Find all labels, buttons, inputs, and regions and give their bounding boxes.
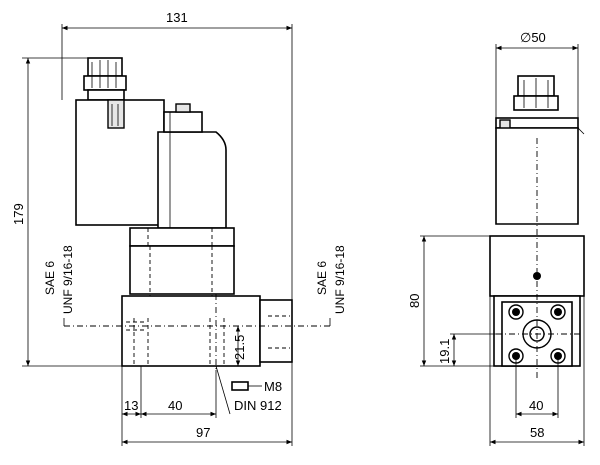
dim-40-label: 40 xyxy=(168,398,182,413)
connector-housing xyxy=(75,99,165,226)
port-right-thread: UNF 9/16-18 xyxy=(333,245,347,314)
port-left-thread: UNF 9/16-18 xyxy=(61,245,75,314)
dim-19-1-label: 19.1 xyxy=(437,339,452,364)
dimension-height-total: 179 xyxy=(11,57,122,367)
dimension-bolt-spacing: 13 40 xyxy=(121,366,217,446)
port-left-size: SAE 6 xyxy=(43,261,57,295)
port-left-label: SAE 6 UNF 9/16-18 xyxy=(43,245,75,326)
dim-80-label: 80 xyxy=(407,294,422,308)
bolt-standard: DIN 912 xyxy=(234,398,282,413)
front-cable-gland xyxy=(495,75,579,131)
dim-13-label: 13 xyxy=(124,398,138,413)
solenoid-coil xyxy=(157,103,227,229)
dimension-body-height: 80 xyxy=(407,235,494,367)
dim-131-label: 131 xyxy=(166,10,188,25)
dim-97-label: 97 xyxy=(196,425,210,440)
front-coil xyxy=(495,127,585,225)
port-right-label: SAE 6 UNF 9/16-18 xyxy=(315,245,347,326)
dimension-front-width: 58 xyxy=(489,296,585,446)
bolt-callout: M8 DIN 912 xyxy=(215,365,282,415)
front-view: ∅50 80 19.1 40 58 xyxy=(407,30,585,446)
dim-diameter-label: ∅50 xyxy=(520,30,546,45)
dimension-front-bolt-spacing: 40 xyxy=(515,356,559,418)
port-right-size: SAE 6 xyxy=(315,261,329,295)
bolt-size: M8 xyxy=(264,379,282,394)
valve-body xyxy=(121,295,293,367)
dimension-width-top: 131 xyxy=(61,10,293,300)
dimension-port-offset: 19.1 xyxy=(437,333,502,366)
dimension-port-height: 21.5 xyxy=(232,326,247,366)
dimension-width-base: 97 xyxy=(122,362,293,446)
dim-21-5-label: 21.5 xyxy=(232,335,247,360)
dimension-coil-diameter: ∅50 xyxy=(495,30,579,128)
armature-tube xyxy=(129,227,235,296)
side-view: 131 179 SAE 6 UNF 9/16-18 SAE 6 UNF 9/16… xyxy=(11,10,347,446)
dim-179-label: 179 xyxy=(11,203,26,225)
cable-gland xyxy=(83,57,127,101)
dim-58-label: 58 xyxy=(530,425,544,440)
dim-front-40-label: 40 xyxy=(529,398,543,413)
